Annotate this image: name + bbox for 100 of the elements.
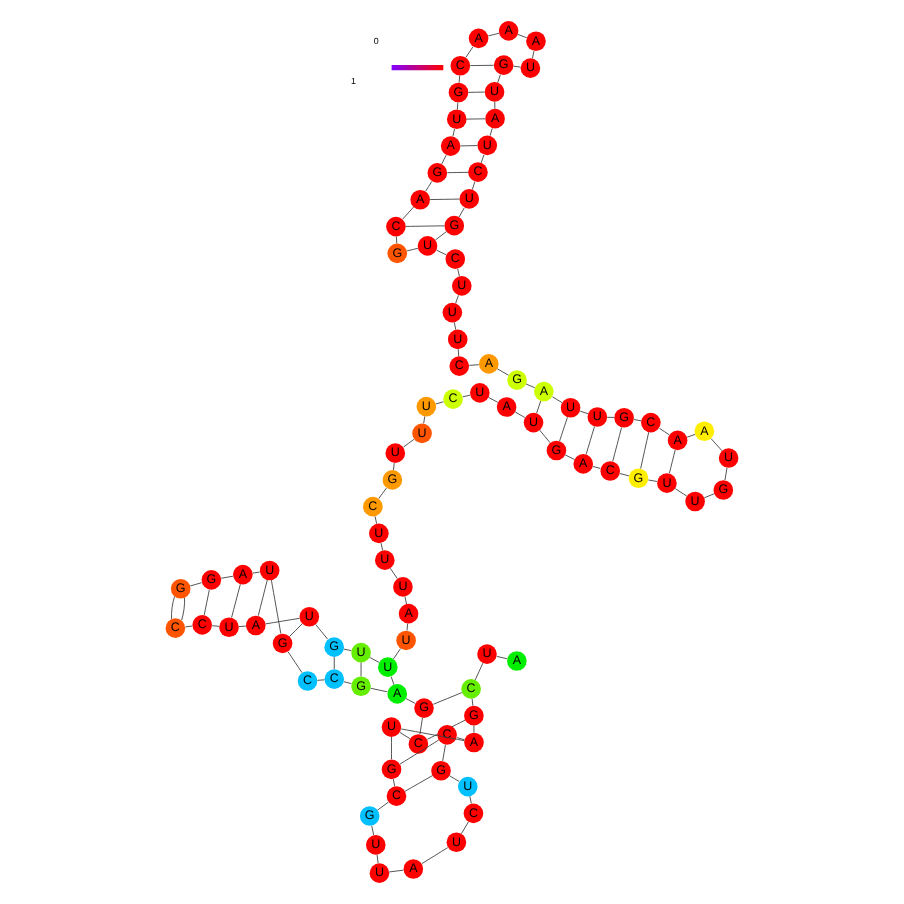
connector — [392, 648, 401, 660]
connector — [612, 427, 622, 462]
connector — [389, 567, 398, 580]
connector — [442, 744, 446, 762]
connector — [405, 225, 445, 227]
connector — [392, 778, 396, 787]
connector — [592, 466, 601, 469]
connector — [514, 411, 526, 418]
connector — [456, 737, 465, 741]
connector — [496, 368, 509, 376]
connector — [559, 416, 568, 442]
connector — [686, 434, 696, 438]
connector — [403, 438, 415, 448]
connector — [668, 449, 676, 474]
connector — [380, 542, 384, 551]
connector — [421, 847, 449, 865]
connector — [494, 101, 496, 110]
connector — [189, 582, 203, 587]
connector — [425, 180, 433, 192]
connector — [404, 775, 433, 792]
connector — [552, 396, 563, 404]
connector — [674, 488, 688, 497]
connector — [388, 869, 404, 873]
connector — [619, 473, 630, 477]
connector — [517, 33, 528, 39]
connector — [404, 596, 407, 605]
connector — [462, 394, 471, 398]
connector — [449, 775, 460, 782]
connector — [469, 795, 472, 805]
connector — [525, 383, 536, 389]
connector — [585, 426, 595, 455]
connector — [399, 739, 440, 765]
connector — [458, 207, 465, 218]
connector — [270, 579, 282, 635]
connector — [393, 462, 395, 471]
connector — [497, 74, 501, 83]
connector — [466, 118, 486, 120]
connector — [369, 656, 380, 663]
connector — [488, 397, 499, 403]
connector — [640, 431, 650, 470]
connector — [436, 249, 447, 256]
connector — [513, 65, 521, 68]
connector — [633, 419, 642, 422]
connector — [579, 410, 589, 415]
connector — [441, 154, 447, 165]
connector — [564, 454, 575, 460]
connector — [390, 676, 395, 685]
connector — [405, 698, 416, 704]
connector — [457, 348, 460, 357]
connector — [371, 825, 375, 836]
connector — [471, 698, 474, 707]
connector — [419, 717, 423, 735]
connector — [455, 295, 459, 304]
connector — [231, 583, 241, 619]
connector — [184, 625, 193, 628]
connector — [536, 400, 542, 414]
connector — [252, 571, 261, 574]
connector — [395, 236, 398, 244]
connector — [343, 648, 352, 652]
connector — [480, 154, 485, 164]
connector — [710, 438, 723, 452]
connector — [468, 364, 480, 366]
connector — [377, 801, 389, 811]
connector — [406, 247, 419, 252]
connector — [391, 736, 392, 760]
connector — [658, 427, 670, 436]
connector — [457, 268, 460, 277]
connector — [647, 479, 658, 482]
connector — [489, 127, 493, 137]
connector — [399, 732, 411, 740]
connector — [265, 617, 300, 625]
connector — [435, 401, 444, 405]
connector — [460, 145, 478, 147]
connector — [370, 687, 388, 693]
connector — [406, 623, 409, 631]
connector — [171, 596, 176, 620]
connector — [453, 321, 457, 331]
connector — [474, 662, 484, 681]
connector — [378, 487, 387, 499]
connector — [452, 128, 455, 137]
connector — [220, 575, 234, 579]
connector — [434, 231, 447, 241]
connector — [374, 515, 378, 525]
connector — [539, 429, 551, 444]
connector — [181, 597, 186, 621]
connector — [456, 102, 459, 110]
connector — [471, 181, 476, 190]
connector — [467, 91, 486, 93]
connector — [429, 198, 460, 200]
connector — [211, 625, 220, 627]
connector — [469, 64, 495, 67]
connector — [402, 206, 414, 220]
connector — [487, 32, 500, 37]
connector — [465, 46, 474, 58]
connector — [531, 50, 535, 59]
connector — [376, 854, 379, 864]
connector — [343, 681, 352, 685]
connector — [458, 75, 461, 84]
connector — [446, 171, 469, 174]
connector — [400, 728, 465, 742]
